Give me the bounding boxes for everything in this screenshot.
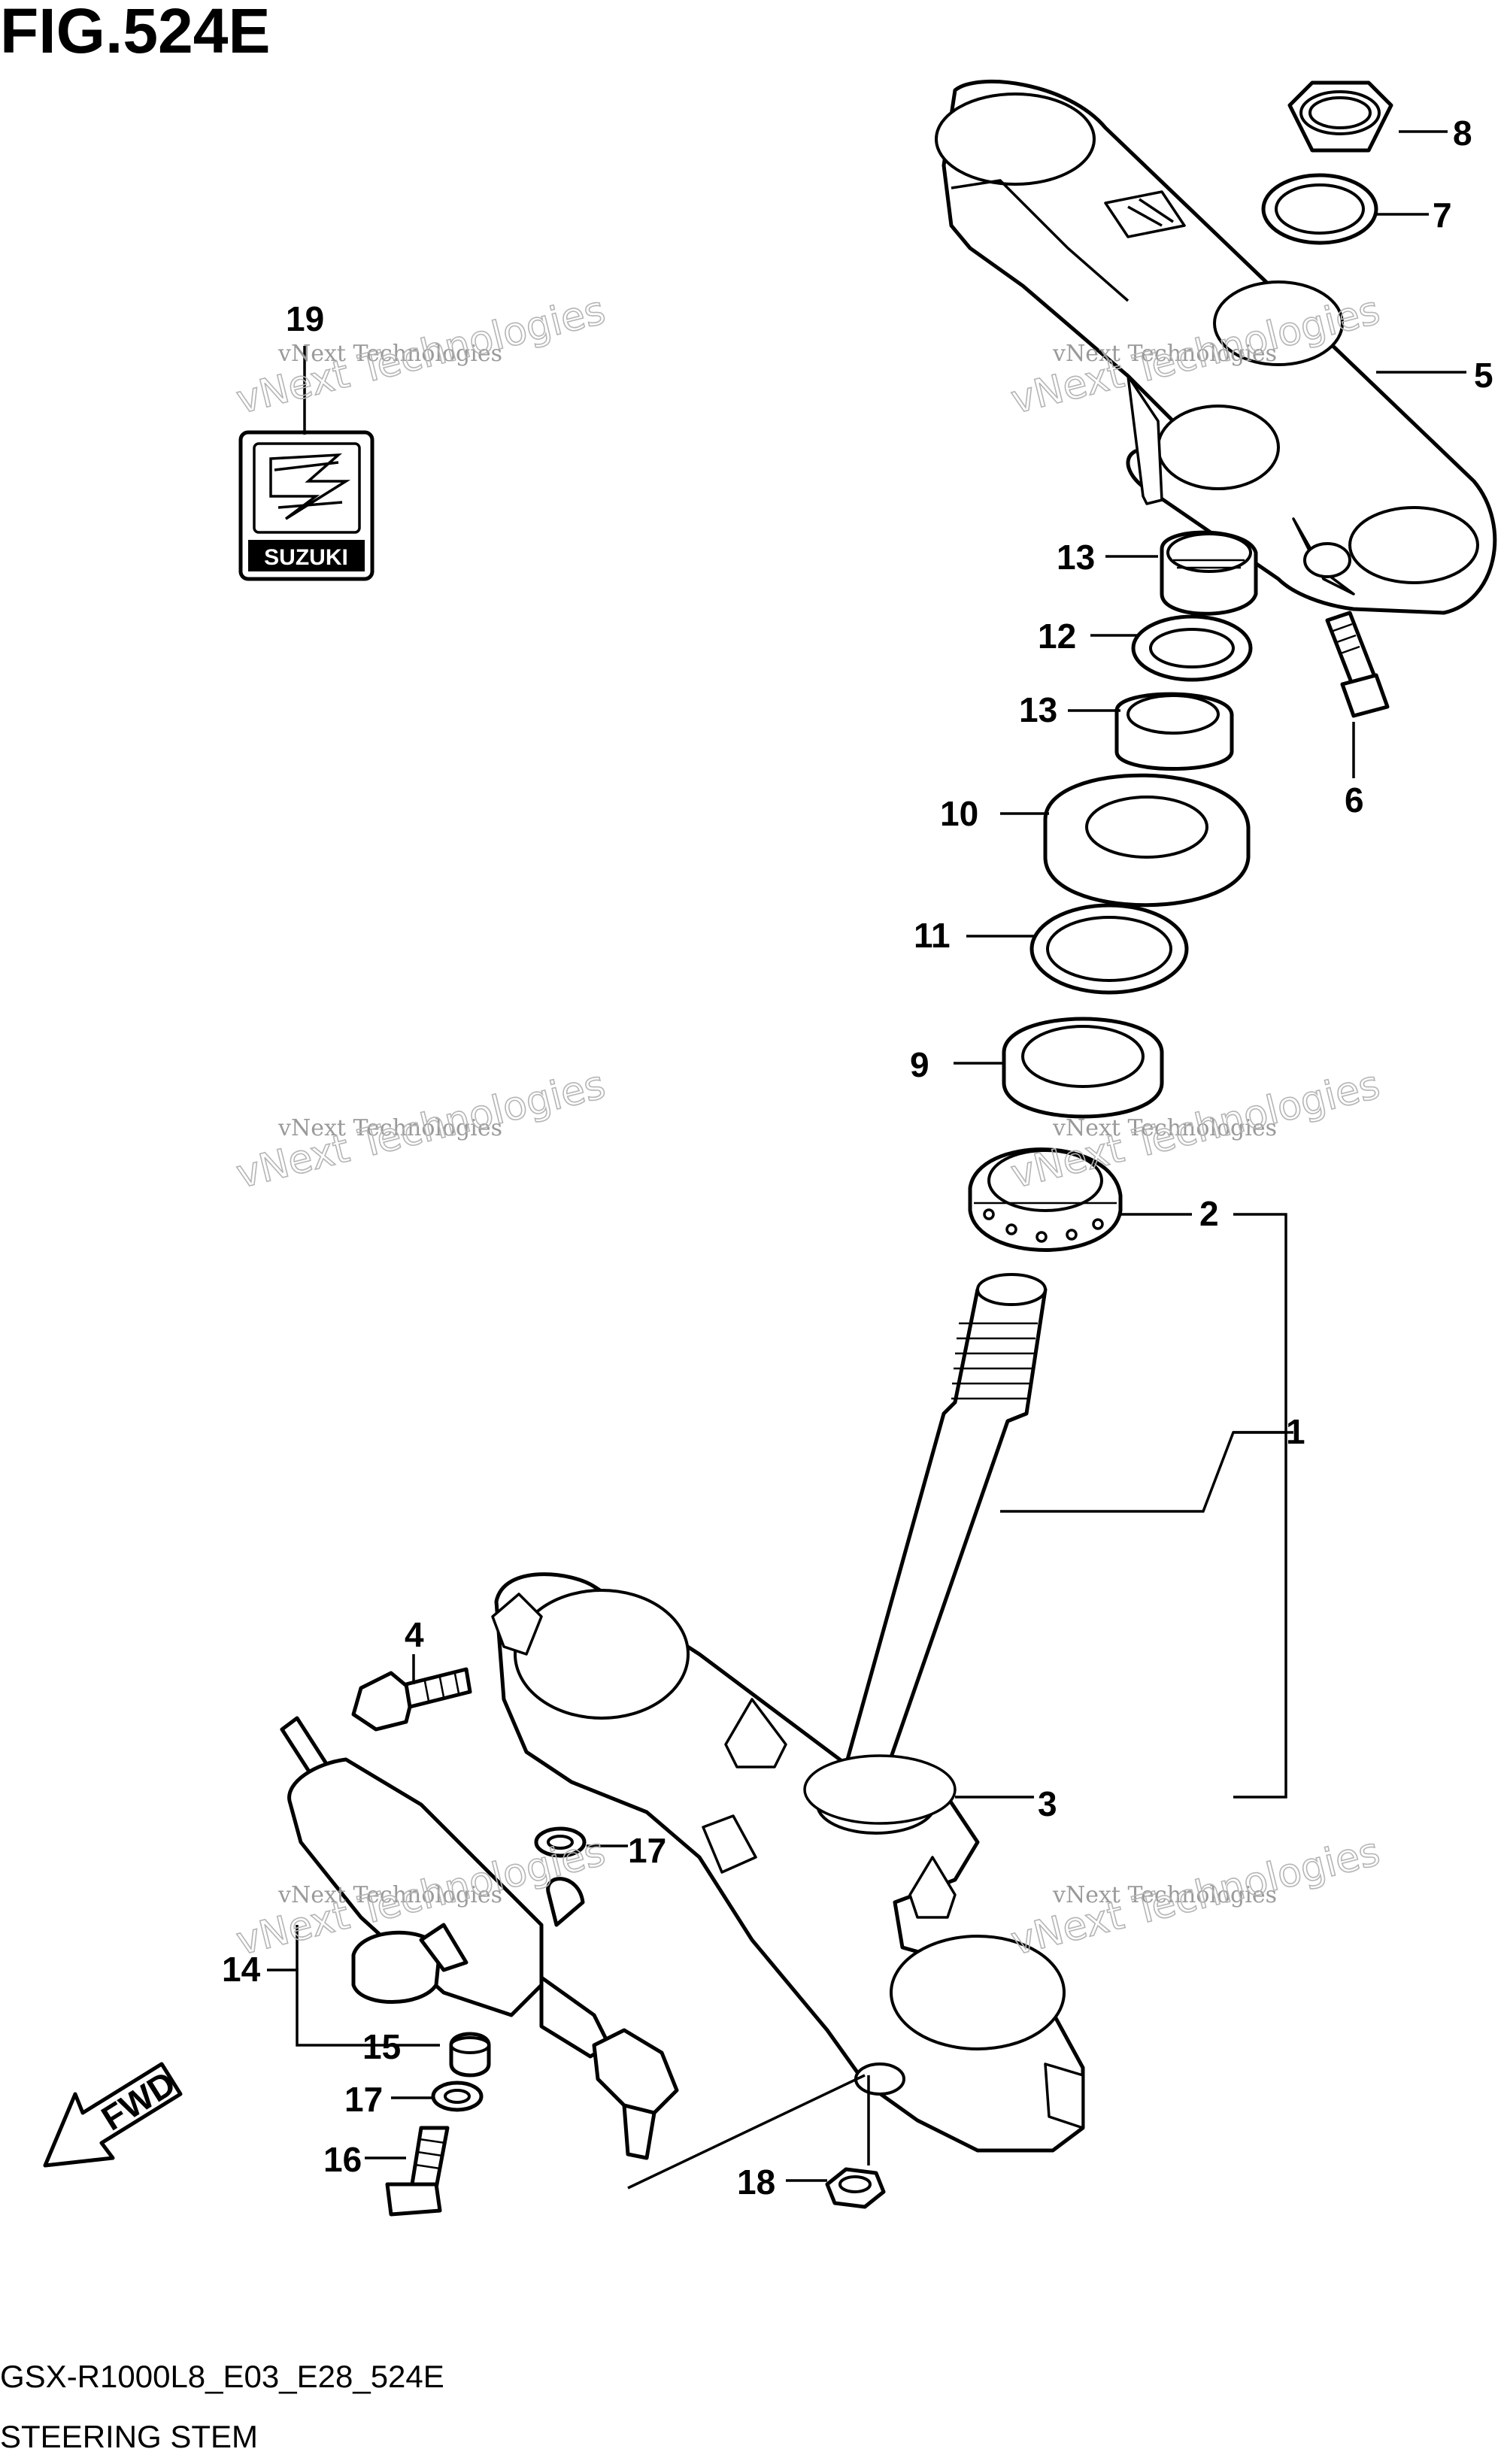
leader-lines — [267, 130, 1466, 2190]
callout-19[interactable]: 19 — [286, 299, 324, 338]
callout-8[interactable]: 8 — [1453, 114, 1472, 153]
callout-5[interactable]: 5 — [1474, 356, 1493, 395]
callout-14[interactable]: 14 — [222, 1950, 261, 1989]
bolt-part-16[interactable] — [385, 2126, 450, 2217]
washer-upper-part-17[interactable] — [534, 1826, 587, 1858]
washer-part-11[interactable] — [1029, 903, 1189, 995]
washer-part-12[interactable] — [1131, 614, 1253, 682]
nut-part-8[interactable] — [1287, 80, 1393, 153]
suzuki-badge-part-19[interactable]: SUZUKI — [238, 430, 374, 581]
bolt-part-6[interactable] — [1325, 611, 1390, 718]
callout-13-lower[interactable]: 13 — [1019, 690, 1057, 729]
dust-seal-part-10[interactable] — [1043, 773, 1251, 908]
upper-bracket[interactable] — [935, 79, 1497, 615]
figure-title: FIG.524E — [0, 0, 271, 66]
fwd-arrow: FWD — [43, 2062, 183, 2168]
watermark-text: vNext Technologies — [277, 341, 502, 367]
callout-11[interactable]: 11 — [914, 916, 951, 955]
callout-7[interactable]: 7 — [1433, 195, 1452, 235]
nut-part-18[interactable] — [825, 2167, 886, 2209]
callout-16[interactable]: 16 — [323, 2140, 362, 2179]
washer-lower-part-17[interactable] — [431, 2081, 484, 2112]
seal-ring-part-3[interactable] — [803, 1754, 957, 1825]
callout-4[interactable]: 4 — [405, 1615, 424, 1654]
lower-bearing-part-2[interactable] — [968, 1147, 1123, 1252]
washer-part-7[interactable] — [1261, 173, 1378, 245]
watermark-text: vNext Technologies — [277, 1115, 502, 1141]
steering-damper-part-14[interactable] — [280, 1716, 679, 2160]
callout-2[interactable]: 2 — [1199, 1194, 1219, 1233]
bolt-part-4[interactable] — [351, 1667, 472, 1732]
figure-caption: STEERING STEM — [0, 2419, 258, 2454]
callout-17-lower[interactable]: 17 — [344, 2080, 383, 2119]
watermark-text: vNext Technologies — [1052, 1115, 1277, 1141]
callout-1[interactable]: 1 — [1286, 1412, 1305, 1451]
callout-17-upper[interactable]: 17 — [628, 1831, 666, 1870]
callouts: 1 2 3 4 5 6 7 8 9 10 11 12 13 13 14 15 1… — [222, 114, 1493, 2202]
figure-code: GSX-R1000L8_E03_E28_524E — [0, 2359, 444, 2394]
callout-9[interactable]: 9 — [910, 1045, 929, 1084]
callout-3[interactable]: 3 — [1038, 1784, 1057, 1823]
callout-10[interactable]: 10 — [940, 794, 978, 833]
badge-text: SUZUKI — [264, 545, 348, 570]
callout-13-upper[interactable]: 13 — [1057, 538, 1095, 577]
callout-18[interactable]: 18 — [737, 2162, 775, 2202]
watermark-text: vNext Technologies — [1052, 1882, 1277, 1908]
collar-part-15[interactable] — [449, 2032, 491, 2078]
ring-nut-lower-part-13[interactable] — [1114, 692, 1234, 771]
callout-6[interactable]: 6 — [1345, 780, 1364, 820]
callout-15[interactable]: 15 — [362, 2027, 401, 2066]
watermark-text: vNext Technologies — [1052, 341, 1277, 367]
upper-bearing-part-9[interactable] — [1002, 1017, 1164, 1119]
watermark-text: vNext Technologies — [277, 1882, 502, 1908]
callout-12[interactable]: 12 — [1038, 617, 1076, 656]
ring-nut-upper-part-13[interactable] — [1160, 530, 1258, 616]
